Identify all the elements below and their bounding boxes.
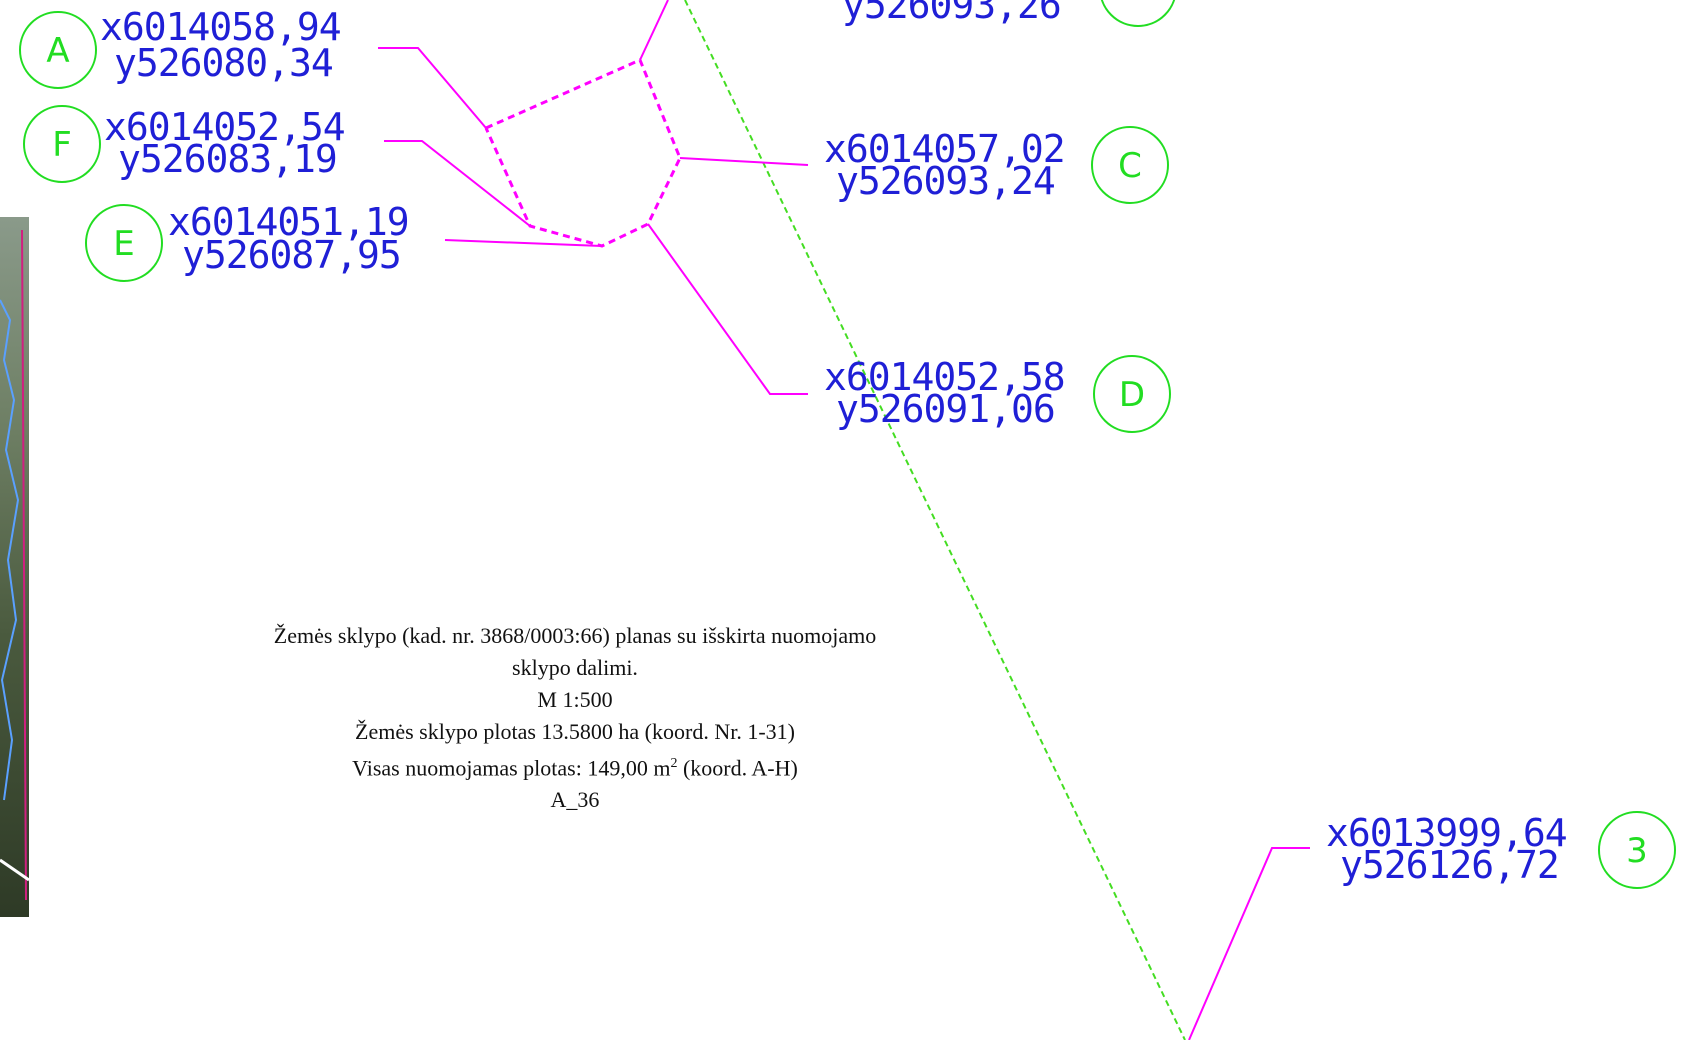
leader-lines [378, 47, 1310, 1040]
aerial-photo-strip [0, 217, 30, 917]
caption-leased-area: Visas nuomojamas plotas: 149,00 m2 (koor… [190, 748, 960, 784]
point-3: 3 x6013999,64 y526126,72 [1326, 811, 1676, 889]
point-3-y: y526126,72 [1340, 843, 1559, 887]
point-A-label: A [46, 31, 69, 71]
point-E-label: E [113, 224, 134, 264]
point-F-x: x6014052,54 [104, 105, 345, 149]
point-E: E x6014051,19 y526087,95 [85, 200, 410, 282]
point-A-x: x6014058,94 [100, 5, 341, 49]
caption-line-1: Žemės sklypo (kad. nr. 3868/0003:66) pla… [273, 623, 877, 648]
leased-area-outline [484, 58, 682, 248]
point-A: A x6014058,94 y526080,34 [19, 5, 342, 89]
caption-scale: M 1:500 [537, 687, 613, 712]
point-B-partial: y526093,26 [842, 0, 1176, 27]
plan-caption: Žemės sklypo (kad. nr. 3868/0003:66) pla… [190, 620, 960, 816]
leased-area-sup: 2 [670, 756, 678, 771]
point-D: D x6014052,58 y526091,06 [824, 355, 1171, 433]
leased-area-prefix: Visas nuomojamas plotas: 149,00 m [352, 755, 671, 781]
point-F-label: F [52, 125, 72, 165]
point-C-label: C [1118, 146, 1142, 186]
point-F: F x6014052,54 y526083,19 [23, 105, 346, 183]
caption-code: A_36 [550, 787, 600, 813]
point-C-x: x6014057,02 [824, 127, 1065, 171]
point-F-y: y526083,19 [118, 137, 337, 181]
boundary-line [684, 0, 1186, 1040]
point-C-y: y526093,24 [836, 159, 1055, 203]
point-E-y: y526087,95 [182, 233, 401, 277]
point-D-x: x6014052,58 [824, 355, 1065, 399]
caption-line-2: sklypo dalimi. [512, 655, 638, 680]
point-A-y: y526080,34 [114, 41, 333, 85]
point-B-y: y526093,26 [842, 0, 1061, 27]
caption-area-total: Žemės sklypo plotas 13.5800 ha (koord. N… [355, 719, 795, 744]
point-3-label: 3 [1626, 831, 1648, 871]
leased-area-suffix: (koord. A-H) [677, 755, 798, 781]
point-D-y: y526091,06 [836, 387, 1055, 431]
point-D-label: D [1119, 375, 1145, 415]
point-E-x: x6014051,19 [168, 200, 409, 244]
point-C: C x6014057,02 y526093,24 [824, 126, 1169, 204]
point-3-x: x6013999,64 [1326, 811, 1567, 855]
